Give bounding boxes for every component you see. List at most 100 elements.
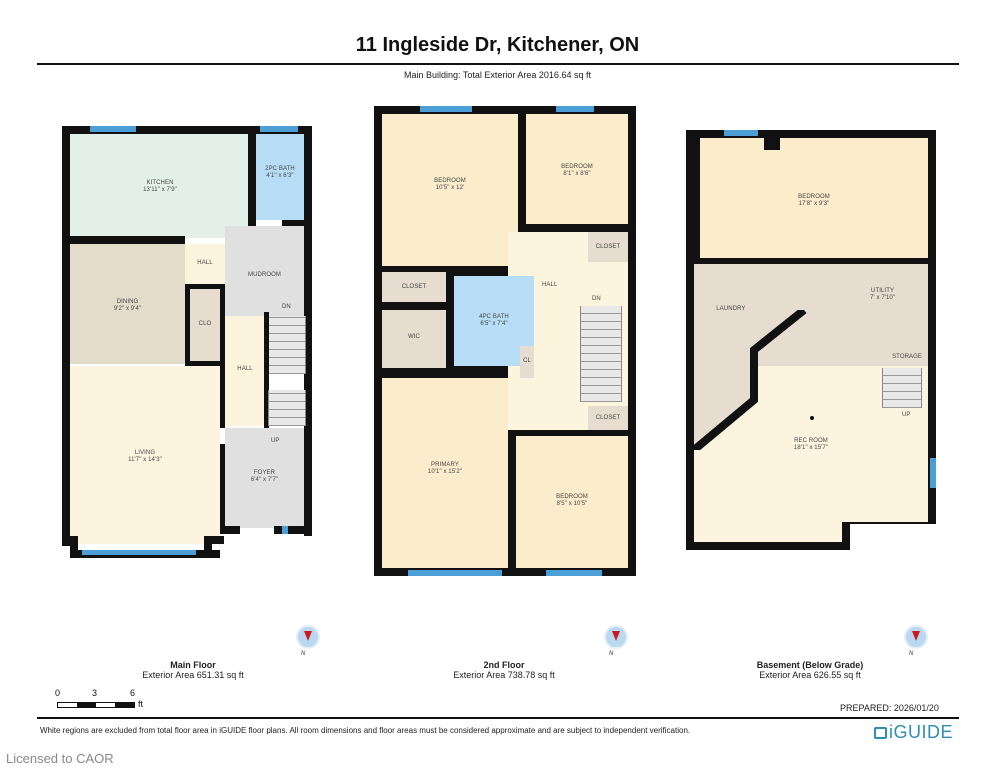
page-title: 11 Ingleside Dr, Kitchener, ON xyxy=(355,34,640,56)
window xyxy=(282,526,288,534)
wall xyxy=(248,134,256,244)
prepared-date: PREPARED: 2026/01/20 xyxy=(840,703,939,713)
scale-unit: ft xyxy=(138,699,144,709)
floor-area: Exterior Area 738.78 sq ft xyxy=(453,670,555,680)
floor-name: 2nd Floor xyxy=(483,660,525,670)
logo-text: iGUIDE xyxy=(889,722,954,742)
stairs-up-label: UP xyxy=(902,412,911,418)
room-name: 4PC BATH xyxy=(479,314,509,320)
wall xyxy=(274,526,312,534)
scale-tick-3: 3 xyxy=(92,688,98,698)
room-name: PRIMARY xyxy=(431,462,459,468)
room-dims: 6'5" x 7'4" xyxy=(480,321,508,328)
wall xyxy=(764,138,780,150)
room-dims: 7' x 7'10" xyxy=(870,295,896,302)
stairs-down-label: DN xyxy=(592,296,601,302)
room-name: LIVING xyxy=(134,450,156,456)
room-dims: 13'11" x 7'9" xyxy=(143,187,177,194)
stairs-up xyxy=(268,390,306,426)
room-dims: 6'4" x 7'7" xyxy=(250,477,279,484)
room-closet-1b: CLOSET xyxy=(588,232,628,262)
room-rec-room-ext xyxy=(694,520,842,542)
main-floor-caption: Main Floor Exterior Area 651.31 sq ft xyxy=(93,660,293,680)
licensed-watermark: Licensed to CAOR xyxy=(6,751,114,766)
room-name: UTILITY xyxy=(871,288,895,294)
floor-name: Basement (Below Grade) xyxy=(756,660,864,670)
wall xyxy=(62,126,70,546)
compass-north-label: N xyxy=(909,651,914,657)
wall xyxy=(282,220,304,226)
window xyxy=(420,106,472,112)
window xyxy=(724,130,758,136)
room-name: DINING xyxy=(116,299,139,305)
room-dims: 10'5" x 12' xyxy=(435,185,465,192)
window xyxy=(556,106,594,112)
room-dims: 9'2" x 9'4" xyxy=(113,306,142,313)
wall xyxy=(70,536,78,558)
room-dims: 11'7" x 14'3" xyxy=(128,457,162,464)
room-cl: CL xyxy=(520,346,534,378)
room-hall-upper: HALL xyxy=(185,244,225,284)
wall xyxy=(264,312,269,428)
wall xyxy=(70,236,185,244)
room-name: BEDROOM xyxy=(798,194,830,200)
wall xyxy=(204,536,224,544)
room-name: 2PC BATH xyxy=(265,166,295,172)
wall xyxy=(304,126,312,536)
room-hall-lower: HALL xyxy=(225,316,265,426)
wall xyxy=(185,361,225,366)
scale-tick-6: 6 xyxy=(130,688,136,698)
room-dims: 8'1" x 8'6" xyxy=(563,171,591,178)
room-dims: 17'8" x 9'3" xyxy=(798,201,830,208)
room-closet-3: CLOSET xyxy=(588,406,628,430)
window xyxy=(546,570,602,576)
wall xyxy=(220,444,225,534)
wall xyxy=(62,126,312,134)
disclaimer-text: White regions are excluded from total fl… xyxy=(40,726,691,735)
room-dims: 10'1" x 15'2" xyxy=(427,469,463,476)
room-dims: 8'5" x 10'5" xyxy=(556,501,588,508)
post-marker xyxy=(810,416,814,420)
compass-icon xyxy=(296,625,320,649)
window xyxy=(90,126,136,132)
floor-name: Main Floor xyxy=(170,660,216,670)
second-floor-caption: 2nd Floor Exterior Area 738.78 sq ft xyxy=(404,660,604,680)
floor-area: Exterior Area 626.55 sq ft xyxy=(759,670,861,680)
wall xyxy=(220,526,240,534)
room-dims: 4'1" x 6'3" xyxy=(266,173,294,180)
compass-north-label: N xyxy=(609,651,614,657)
room-wic: WIC xyxy=(382,310,446,368)
compass-icon xyxy=(604,625,628,649)
wall xyxy=(220,284,225,366)
stairs-up-label: UP xyxy=(271,438,280,444)
total-area-subtitle: Main Building: Total Exterior Area 2016.… xyxy=(404,70,591,80)
room-name: BEDROOM xyxy=(561,164,593,170)
room-clo: CLO xyxy=(190,289,220,361)
window xyxy=(408,570,502,576)
room-name: BEDROOM xyxy=(434,178,466,184)
room-name: KITCHEN xyxy=(146,180,174,186)
window xyxy=(260,126,298,132)
wall xyxy=(220,366,225,428)
room-closet-2: CLOSET xyxy=(382,272,446,302)
room-name: BEDROOM xyxy=(556,494,588,500)
room-mudroom: MUDROOM xyxy=(225,226,304,316)
room-name: FOYER xyxy=(253,470,276,476)
room-name: REC ROOM xyxy=(794,438,828,444)
window xyxy=(930,458,936,488)
stairs-up xyxy=(882,368,922,408)
scale-bar xyxy=(57,702,135,708)
